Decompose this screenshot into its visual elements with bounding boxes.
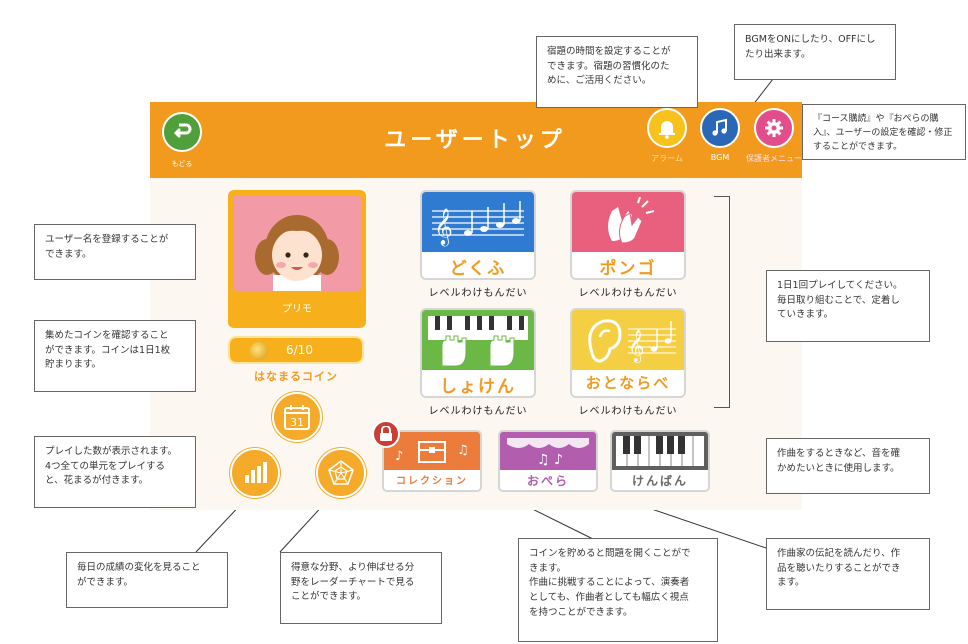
clapping-hands-icon <box>608 197 655 244</box>
piano-hands-icon <box>428 316 528 367</box>
callout-alarm: 宿題の時間を設定することが できます。宿題の習慣化のた めに、ご活用ください。 <box>536 36 698 108</box>
callout-parent-menu: 『コース購読』や『おぺらの購 入』、ユーザーの設定を確認・修正 することができま… <box>802 104 966 160</box>
parent-menu-label: 保護者メニュー <box>746 154 802 163</box>
alarm-button[interactable] <box>647 108 687 148</box>
daily-games-bracket <box>714 196 730 408</box>
coin-label: はなまるコイン <box>254 370 338 383</box>
user-card[interactable]: プリモ <box>228 190 366 328</box>
callout-radar: 得意な分野、より伸ばせる分 野をレーダーチャートで見る ことができます。 <box>280 552 442 624</box>
tile-opera[interactable]: ♫ ♪ おぺら <box>498 430 598 492</box>
gear-icon <box>765 119 783 137</box>
bgm-button[interactable] <box>700 108 740 148</box>
callout-calendar: プレイした数が表示されます。 4つ全ての単元をプレイする と、花まるが付きます。 <box>34 436 196 508</box>
page-title: ユーザートップ <box>384 128 566 153</box>
tile-kenban[interactable]: けんばん <box>610 430 710 492</box>
calendar-button[interactable]: 31 <box>272 392 322 442</box>
svg-text:𝄞: 𝄞 <box>628 329 645 363</box>
callout-stats: 毎日の成績の変化を見ること ができます。 <box>66 552 228 608</box>
radar-chart-icon <box>328 460 354 485</box>
stats-button[interactable] <box>230 448 280 498</box>
coin-icon <box>250 342 268 360</box>
girl-avatar-icon <box>255 215 339 291</box>
callout-daily-play: 1日1回プレイしてください。 毎日取り組むことで、定着し ていきます。 <box>766 270 930 342</box>
bar-chart-icon <box>245 462 267 483</box>
tile-pongo-label: ポンゴ <box>599 259 657 279</box>
tile-shoken[interactable]: しょけん <box>420 308 536 398</box>
calendar-icon: 31 <box>284 405 310 430</box>
tile-pongo-sublabel: レベルわけもんだい <box>578 288 678 299</box>
tile-opera-label: おぺら <box>526 474 569 488</box>
tile-shoken-sublabel: レベルわけもんだい <box>428 406 528 417</box>
callout-collection: コインを貯めると問題を開くことがで きます。 作曲に挑戦することによって、演奏者… <box>518 538 718 642</box>
parent-menu-button[interactable] <box>754 108 794 148</box>
tile-otonarabe-sublabel: レベルわけもんだい <box>578 406 678 417</box>
svg-text:𝄞: 𝄞 <box>434 207 453 246</box>
user-avatar <box>233 195 361 291</box>
callout-bgm: BGMをONにしたり、OFFにし たり出来ます。 <box>734 24 896 80</box>
bell-icon <box>659 121 675 139</box>
top-bar: もどる ユーザートップ アラーム BGM <box>150 102 802 178</box>
ear-icon: 𝄞 <box>588 319 676 363</box>
lock-icon <box>372 420 400 448</box>
tile-otonarabe[interactable]: 𝄞 おとならべ <box>570 308 686 398</box>
radar-chart-button[interactable] <box>316 448 366 498</box>
calendar-day: 31 <box>290 416 304 429</box>
tile-dokufu-label: どくふ <box>449 259 507 279</box>
app-screen: もどる ユーザートップ アラーム BGM <box>150 102 802 510</box>
callout-coins: 集めたコインを確認すること ができます。コインは1日1枚 貯まります。 <box>34 320 196 392</box>
svg-text:♫: ♫ <box>457 443 469 458</box>
treasure-chest-icon: ♪ ♫ <box>395 441 469 464</box>
tile-dokufu-sublabel: レベルわけもんだい <box>428 288 528 299</box>
callout-username: ユーザー名を登録することが できます。 <box>34 224 196 280</box>
user-name: プリモ <box>282 304 312 315</box>
stage-icon: ♫ ♪ <box>507 438 589 468</box>
tile-otonarabe-label: おとならべ <box>585 374 671 392</box>
callout-opera: 作曲家の伝記を読んだり、作 品を聴いたりすることができ ます。 <box>766 538 930 610</box>
coin-counter: 6/10 <box>228 336 364 364</box>
back-label: もどる <box>171 160 193 168</box>
piano-keys-icon <box>616 436 704 466</box>
bgm-label: BGM <box>710 153 730 162</box>
svg-text:♪: ♪ <box>395 449 403 464</box>
back-arrow-icon <box>173 123 192 139</box>
tile-collection[interactable]: ♪ ♫ コレクション <box>382 430 482 492</box>
music-note-icon <box>712 118 727 136</box>
treble-clef-icon: 𝄞 <box>432 201 524 246</box>
tile-pongo[interactable]: ポンゴ <box>570 190 686 280</box>
back-button[interactable] <box>162 112 202 152</box>
tile-kenban-label: けんばん <box>631 474 688 488</box>
callout-kenban: 作曲をするときなど、音を確 かめたいときに使用します。 <box>766 438 930 494</box>
tile-dokufu[interactable]: 𝄞 どくふ <box>420 190 536 280</box>
tile-shoken-label: しょけん <box>440 377 516 397</box>
alarm-label: アラーム <box>651 154 683 163</box>
coin-count: 6/10 <box>286 343 313 357</box>
tile-collection-label: コレクション <box>396 476 468 487</box>
svg-text:♫ ♪: ♫ ♪ <box>537 452 563 468</box>
